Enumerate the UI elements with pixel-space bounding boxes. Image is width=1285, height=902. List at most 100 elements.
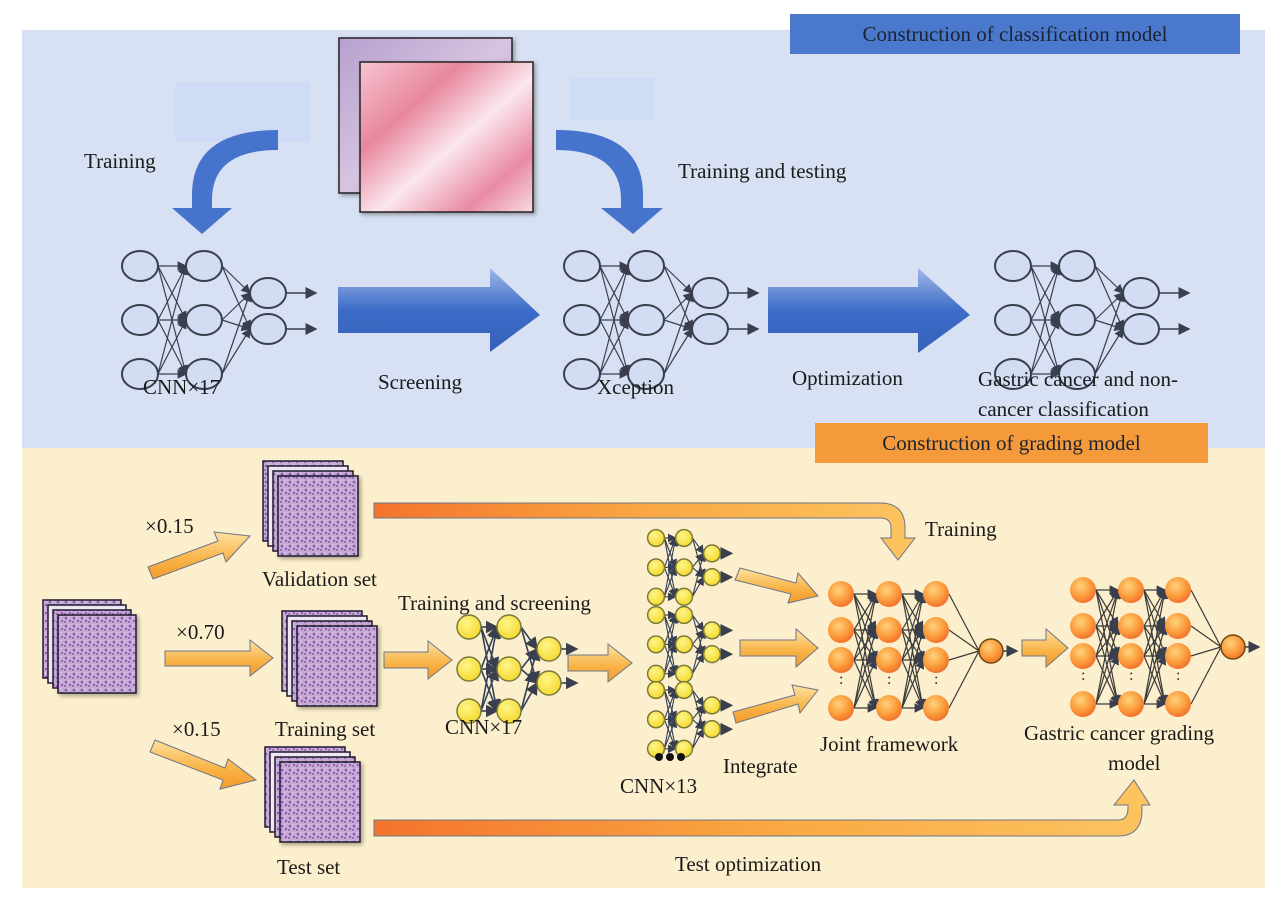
neuron-node: [1070, 691, 1096, 717]
neuron-node: [456, 698, 482, 724]
test-optimization-bar-icon: [373, 779, 1151, 837]
grading-model-header: Construction of grading model: [815, 423, 1208, 463]
cnn13-label: CNN×13: [620, 774, 698, 798]
neuron-node: [496, 698, 522, 724]
xception-label: Xception: [597, 375, 674, 399]
cnn13-network-3-icon: [646, 680, 734, 758]
neuron-node: [646, 558, 666, 577]
neuron-node: [1165, 643, 1191, 669]
neuron-node: [646, 635, 666, 654]
neuron-node: [646, 664, 666, 683]
neuron-node: [496, 656, 522, 682]
validation-training-bar-icon: [373, 502, 917, 561]
neuron-node: [702, 568, 722, 587]
neuron-node: [185, 304, 223, 336]
neuron-node: [702, 544, 722, 563]
neuron-node: [1070, 643, 1096, 669]
cnn17-network-icon: [121, 250, 318, 390]
neuron-node: [1118, 691, 1144, 717]
svg-text::: :: [1176, 667, 1180, 684]
screening-label: Screening: [378, 370, 462, 394]
classification-result-label-line1: Gastric cancer and non-: [978, 367, 1178, 391]
optimization-label: Optimization: [792, 366, 903, 390]
source-image-stack-icon: [42, 599, 137, 694]
neuron-node: [674, 664, 694, 683]
neuron-node: [121, 250, 159, 282]
neuron-node: [876, 647, 902, 673]
neuron-node: [563, 358, 601, 390]
ellipsis-icon: [655, 753, 685, 761]
flow-arrow-to-cnn13-icon: [567, 642, 633, 684]
neuron-node: [1070, 577, 1096, 603]
neuron-node: [627, 304, 665, 336]
neuron-node: [249, 277, 287, 309]
neuron-node: [456, 614, 482, 640]
optimization-arrow-icon: [768, 268, 970, 353]
test-set-label: Test set: [277, 855, 341, 879]
neuron-node: [1118, 643, 1144, 669]
split-arrow-training-icon: [164, 638, 274, 678]
validation-set-stack-icon: [262, 460, 359, 557]
joint-framework-label: Joint framework: [820, 732, 959, 756]
validation-set-label: Validation set: [262, 567, 377, 591]
neuron-node: [828, 695, 854, 721]
neuron-node: [646, 587, 666, 606]
grading-panel: [22, 448, 1265, 888]
neuron-node: [674, 558, 694, 577]
faint-box-right: [570, 78, 655, 120]
svg-text::: :: [1081, 667, 1085, 684]
neuron-node: [674, 710, 694, 729]
neuron-node: [1122, 313, 1160, 345]
cnn13-network-2-icon: [646, 605, 734, 683]
integrate-arrow-top-icon: [734, 567, 819, 604]
neuron-node: [923, 581, 949, 607]
neuron-node: [876, 617, 902, 643]
classification-result-label-line2: cancer classification: [978, 397, 1149, 421]
svg-text::: :: [887, 671, 891, 688]
neuron-node: [702, 645, 722, 664]
neuron-node: [691, 277, 729, 309]
neuron-node: [994, 358, 1032, 390]
split-arrow-test-icon: [149, 739, 258, 790]
screening-arrow-icon: [338, 268, 540, 352]
training-label: Training: [84, 149, 156, 173]
neuron-node: [1118, 577, 1144, 603]
neuron-node: [923, 647, 949, 673]
svg-text::: :: [839, 671, 843, 688]
neuron-node: [646, 680, 666, 700]
integrate-arrow-bottom-icon: [732, 684, 819, 724]
neuron-node: [1070, 613, 1096, 639]
neuron-node: [674, 635, 694, 654]
split-validation-label: ×0.15: [145, 514, 194, 538]
neuron-node: [674, 587, 694, 606]
neuron-node: [674, 605, 694, 625]
flow-arrow-to-cnn17-icon: [383, 639, 453, 681]
faint-box-left: [175, 82, 310, 142]
neuron-node: [456, 656, 482, 682]
neuron-node: [1058, 250, 1096, 282]
neuron-node: [563, 304, 601, 336]
integrate-arrow-mid-icon: [739, 627, 819, 669]
neuron-node: [646, 605, 666, 625]
output-node: [978, 638, 1004, 664]
neuron-node: [923, 695, 949, 721]
training-and-testing-label: Training and testing: [678, 159, 847, 183]
neuron-node: [994, 304, 1032, 336]
grading-cnn17-network-icon: [456, 614, 579, 724]
neuron-node: [249, 313, 287, 345]
training-set-label: Training set: [275, 717, 376, 741]
classification-model-header: Construction of classification model: [790, 14, 1240, 54]
neuron-node: [994, 250, 1032, 282]
neuron-node: [121, 304, 159, 336]
neuron-node: [702, 720, 722, 739]
neuron-node: [496, 614, 522, 640]
curved-arrow-training-icon: [172, 130, 278, 234]
test-set-stack-icon: [264, 746, 361, 843]
grading-model-label-line2: model: [1108, 751, 1161, 775]
neuron-node: [185, 358, 223, 390]
neuron-node: [923, 617, 949, 643]
neuron-node: [828, 581, 854, 607]
neuron-node: [646, 528, 666, 548]
neuron-node: [1165, 691, 1191, 717]
